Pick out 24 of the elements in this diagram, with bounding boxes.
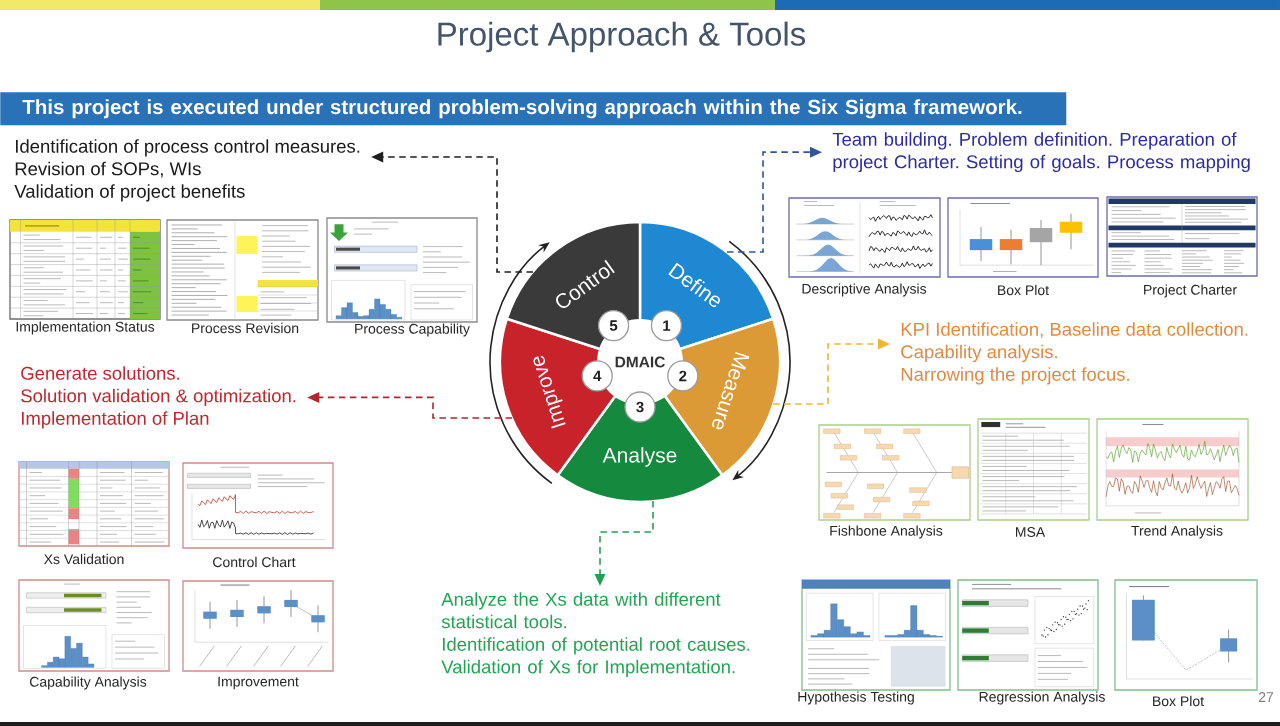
thumbnail-caption: Fishbone Analysis: [830, 525, 943, 539]
thumbnail-caption: Box Plot: [998, 284, 1049, 296]
thumbnail-caption: Process Capability: [355, 323, 470, 337]
thumbnail-caption: Hypothesis Testing: [798, 691, 914, 705]
thumbnail-caption: Control Chart: [213, 556, 296, 568]
thumbnail-caption: Descriptive Analysis: [802, 283, 927, 297]
banner: This project is executed under structured problem-solving approach within the Six Sigma framework.: [0, 92, 1067, 126]
thumbnail-caption: Process Revision: [192, 322, 299, 334]
description-text: Identification of process control measures. Revision of SOPs, WIs Validation of project benefits: [14, 139, 360, 202]
description-text: KPI Identification, Baseline data collection. Capability analysis. Narrowing the project focus.: [901, 322, 1248, 385]
description-text: Analyze the Xs data with different statistical tools. Identification of potential root causes. Validation of Xs for Implementation.: [441, 592, 750, 678]
description-text: Generate solutions. Solution validation & optimization. Implementation of Plan: [21, 366, 296, 429]
title: Project Approach & Tools: [438, 21, 806, 53]
description-text: Team building. Problem definition. Preparation of project Charter. Setting of goals. Process mapping: [832, 132, 1250, 173]
thumbnail-caption: Regression Analysis: [979, 691, 1105, 705]
thumbnail-caption: Xs Validation: [44, 553, 124, 565]
thumbnail-caption: MSA: [1016, 527, 1046, 537]
thumbnail-caption: Implementation Status: [16, 321, 155, 335]
thumbnail-caption: Box Plot: [1153, 695, 1204, 707]
page-number: 27: [1258, 692, 1274, 702]
thumbnail-caption: Trend Analysis: [1131, 525, 1223, 539]
thumbnail-caption: Improvement: [218, 676, 299, 690]
thumbnail-caption: Capability Analysis: [29, 676, 147, 690]
thumbnail-caption: Project Charter: [1144, 284, 1237, 298]
